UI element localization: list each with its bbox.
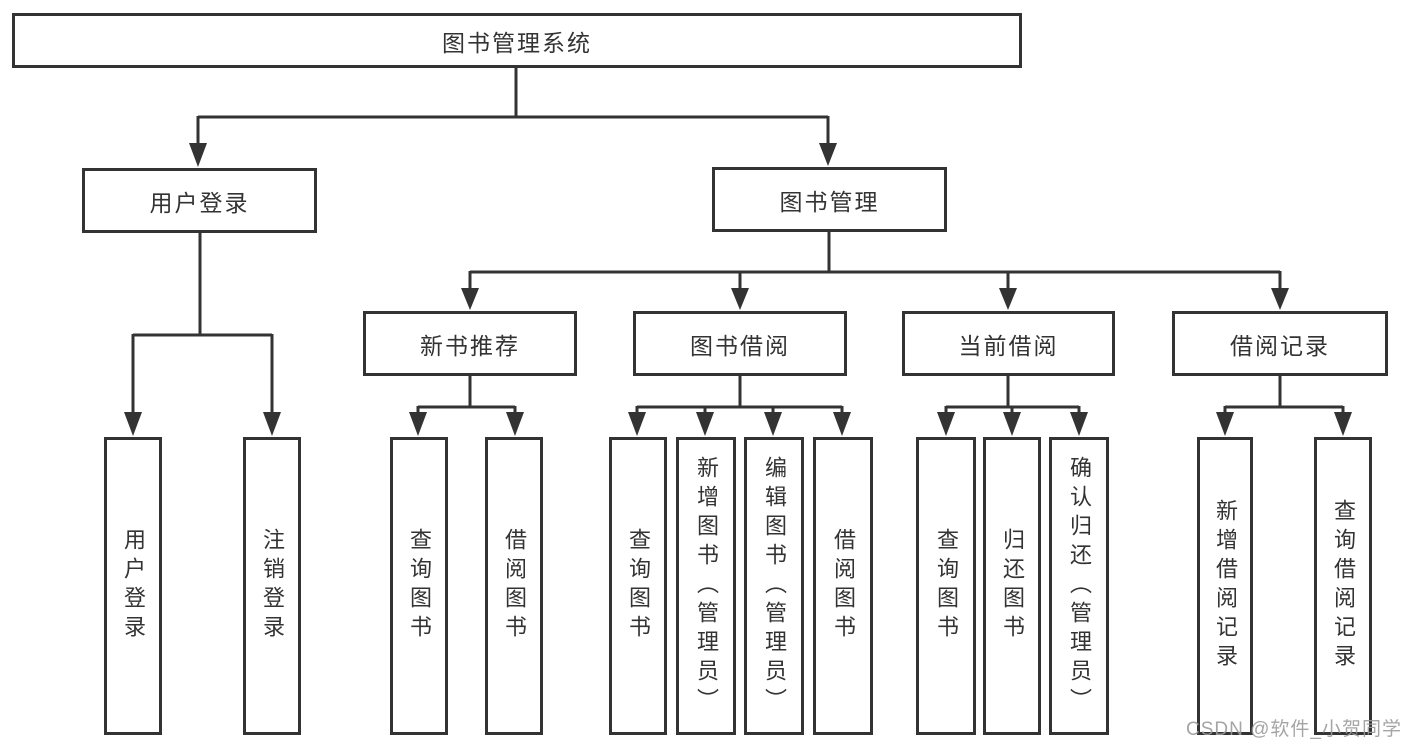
node-book-borrowing: 图书借阅 (633, 311, 847, 376)
leaf-newbook-borrow-books: 借阅图书 (485, 437, 543, 735)
leaf-borrowing-edit-books-admin: 编辑图书（管理员） (744, 437, 804, 735)
node-borrow-records: 借阅记录 (1172, 311, 1388, 376)
leaf-logout: 注销登录 (243, 437, 301, 735)
node-user-login: 用户登录 (82, 168, 317, 233)
leaf-borrowing-query-books: 查询图书 (609, 437, 667, 735)
arrowheads (124, 143, 1352, 436)
leaf-records-query-borrow-record: 查询借阅记录 (1314, 437, 1372, 735)
node-root: 图书管理系统 (12, 13, 1022, 68)
csdn-watermark: CSDN @软件_小贺同学 (1186, 719, 1402, 740)
node-new-book-recommend: 新书推荐 (363, 311, 577, 376)
leaf-records-add-borrow-record: 新增借阅记录 (1197, 437, 1253, 735)
leaf-newbook-query-books: 查询图书 (390, 437, 448, 735)
leaf-current-query-books: 查询图书 (916, 437, 976, 735)
leaf-current-return-books: 归还图书 (983, 437, 1041, 735)
node-book-management: 图书管理 (712, 167, 947, 232)
node-current-borrow: 当前借阅 (902, 311, 1115, 376)
leaf-borrowing-borrow-books: 借阅图书 (813, 437, 873, 735)
leaf-user-login: 用户登录 (104, 437, 162, 735)
leaf-current-confirm-return-admin: 确认归还（管理员） (1049, 437, 1109, 735)
leaf-borrowing-add-books-admin: 新增图书（管理员） (676, 437, 736, 735)
